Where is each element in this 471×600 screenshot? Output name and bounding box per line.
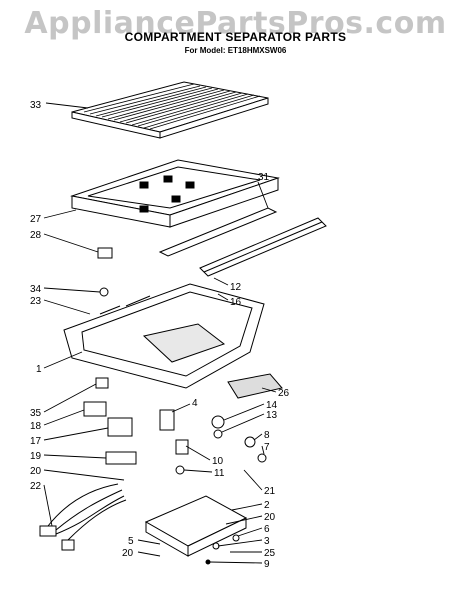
callout-14: 14	[266, 400, 278, 411]
part-8-bulb	[244, 436, 256, 448]
part-21-lower-housing	[144, 495, 248, 557]
part-10-control	[175, 439, 189, 455]
part-17-module	[107, 417, 133, 437]
part-19-connector	[105, 451, 137, 465]
part-23-housing	[63, 283, 265, 389]
part-28-block	[97, 247, 113, 259]
callout-9: 9	[264, 559, 270, 570]
callout-35: 35	[30, 408, 42, 419]
callout-2: 2	[264, 500, 270, 511]
callout-34: 34	[30, 284, 42, 295]
callout-33: 33	[30, 100, 42, 111]
callout-26: 26	[278, 388, 290, 399]
callout-7: 7	[264, 442, 270, 453]
part-6-nut	[232, 534, 240, 542]
part-14-knob	[211, 415, 225, 429]
part-31-bar	[158, 207, 278, 257]
part-11-ring	[175, 465, 185, 475]
callout-8: 8	[264, 430, 270, 441]
callout-23: 23	[30, 296, 42, 307]
callout-20c: 20	[122, 548, 134, 559]
callout-20b: 20	[264, 512, 276, 523]
callout-18: 18	[30, 421, 42, 432]
callout-31: 31	[258, 172, 270, 183]
part-4-damper	[159, 409, 175, 431]
callout-16: 16	[230, 297, 242, 308]
part-22-harness	[39, 483, 127, 551]
callout-4: 4	[192, 398, 198, 409]
callout-27: 27	[30, 214, 42, 225]
callout-3: 3	[264, 536, 270, 547]
callout-labels: 33 31 27 28 12 16 34 23 1 26 35 4 14 13 …	[30, 100, 290, 570]
part-9-screw	[205, 559, 211, 565]
diagram-title: COMPARTMENT SEPARATOR PARTS	[124, 30, 347, 44]
callout-17: 17	[30, 436, 42, 447]
callout-22: 22	[30, 481, 42, 492]
callout-6: 6	[264, 524, 270, 535]
part-35-bracket	[95, 377, 109, 389]
callout-1: 1	[36, 364, 42, 375]
callout-11: 11	[214, 468, 225, 479]
part-26-pad	[227, 373, 283, 399]
callout-19: 19	[30, 451, 42, 462]
part-33-grille	[71, 81, 269, 139]
part-13-knob-base	[213, 429, 223, 439]
part-34-clip	[99, 287, 109, 297]
callout-20a: 20	[30, 466, 42, 477]
callout-13: 13	[266, 410, 278, 421]
part-7-socket	[257, 453, 267, 463]
part-18-switch	[83, 401, 107, 417]
callout-21: 21	[264, 486, 276, 497]
model-subtitle: For Model: ET18HMXSW06	[184, 46, 287, 55]
part-12-channel	[199, 217, 327, 277]
part-27-tray	[70, 159, 280, 228]
leader-lines	[43, 102, 277, 564]
callout-12: 12	[230, 282, 242, 293]
callout-25: 25	[264, 548, 276, 559]
callout-10: 10	[212, 456, 224, 467]
callout-5: 5	[128, 536, 134, 547]
watermark: AppliancePartsPros.com	[24, 6, 447, 41]
callout-28: 28	[30, 230, 42, 241]
